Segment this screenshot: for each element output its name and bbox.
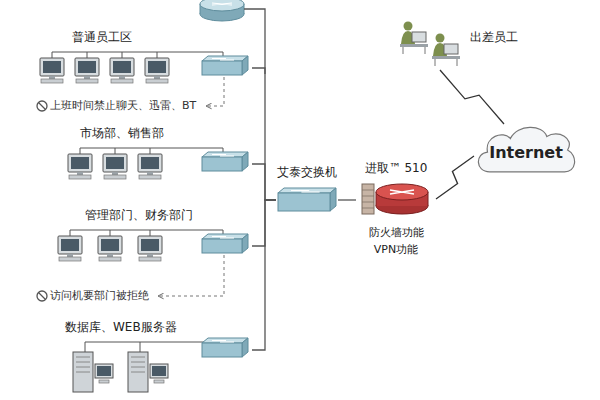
feature-note: 防火墙功能 VPN功能 bbox=[363, 224, 429, 258]
internet-cloud: Internet bbox=[474, 124, 578, 176]
policy-arrow bbox=[206, 77, 224, 106]
group-devices bbox=[30, 46, 252, 96]
policy-arrow bbox=[158, 255, 224, 296]
bus-connector bbox=[252, 68, 276, 200]
switch-symbol bbox=[276, 184, 338, 214]
device-label: 进取™ 510 bbox=[365, 160, 428, 176]
firewall-router: 进取™ 510 防火墙功能 VPN功能 bbox=[356, 160, 436, 258]
policy-note: 上班时间禁止聊天、迅雷、BT bbox=[50, 98, 196, 114]
policy-note: 访问机要部门被拒绝 bbox=[50, 288, 149, 304]
bus-connector bbox=[252, 200, 276, 246]
remote-staff: 出差员工 bbox=[396, 18, 518, 70]
group-heading: 数据库、WEB服务器 bbox=[30, 318, 252, 336]
staff-label: 出差员工 bbox=[470, 29, 518, 45]
router-symbol bbox=[360, 180, 432, 218]
group-heading: 普通员工区 bbox=[30, 28, 252, 46]
bus-connector bbox=[252, 164, 276, 200]
router-symbol bbox=[200, 0, 244, 21]
group-heading: 管理部门、财务部门 bbox=[30, 206, 252, 224]
group-devices bbox=[30, 336, 252, 396]
cloud-label: Internet bbox=[489, 145, 563, 161]
wan-link bbox=[440, 70, 504, 124]
device-label: 艾泰交换机 bbox=[277, 164, 337, 180]
staff-icon bbox=[396, 18, 464, 70]
department-group: 管理部门、财务部门 bbox=[30, 206, 252, 274]
ban-icon bbox=[37, 101, 47, 301]
link-connector bbox=[338, 199, 356, 200]
server-group: 数据库、WEB服务器 bbox=[30, 318, 252, 396]
department-group: 市场部、销售部 bbox=[30, 124, 252, 192]
wan-link bbox=[436, 156, 474, 199]
group-heading: 市场部、销售部 bbox=[30, 124, 252, 142]
switch-device: 艾泰交换机 bbox=[276, 164, 338, 214]
group-devices bbox=[30, 224, 252, 274]
employee-group: 普通员工区 bbox=[30, 28, 252, 96]
bus-connector bbox=[252, 200, 276, 350]
group-devices bbox=[30, 142, 252, 192]
